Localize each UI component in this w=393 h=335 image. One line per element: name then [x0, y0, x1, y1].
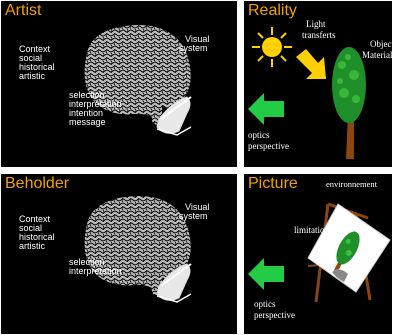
sun-icon — [252, 27, 292, 67]
beholder-panel: Beholder Context social historical artis… — [0, 173, 238, 335]
panel-title: Picture — [248, 175, 298, 193]
panel-title: Artist — [5, 2, 41, 20]
arrow-icon — [248, 258, 284, 290]
artist-illustration — [1, 1, 238, 168]
light-label: transferts — [302, 31, 336, 41]
tree-icon — [332, 47, 366, 159]
optics-label: perspective — [254, 311, 295, 321]
picture-panel: Picture environnement limitations optics… — [243, 173, 393, 335]
artist-panel: Artist Context social historical artisti… — [0, 0, 238, 168]
panel-title: Reality — [248, 2, 297, 20]
optics-label: optics — [254, 300, 276, 310]
context-line: artistic — [19, 72, 45, 82]
light-label: Light — [306, 20, 326, 30]
optics-label: perspective — [248, 142, 289, 152]
optics-label: optics — [248, 131, 270, 141]
reality-panel: Reality Light transferts Objects Materia… — [243, 0, 393, 168]
visual-system-label: system — [179, 44, 208, 54]
context-line: artistic — [19, 242, 45, 252]
objects-label: Materials — [362, 51, 393, 61]
arrow-icon — [248, 93, 284, 125]
limitations-label: limitations — [294, 226, 333, 236]
beholder-illustration — [1, 174, 238, 335]
objects-label: Objects — [370, 40, 393, 50]
process-line: message — [69, 118, 106, 128]
environment-label: environnement — [326, 180, 377, 190]
arrow-icon — [296, 49, 326, 79]
visual-system-label: system — [179, 212, 208, 222]
panel-title: Beholder — [5, 175, 69, 193]
easel-icon — [308, 204, 390, 302]
process-line: interpretation — [69, 267, 122, 277]
